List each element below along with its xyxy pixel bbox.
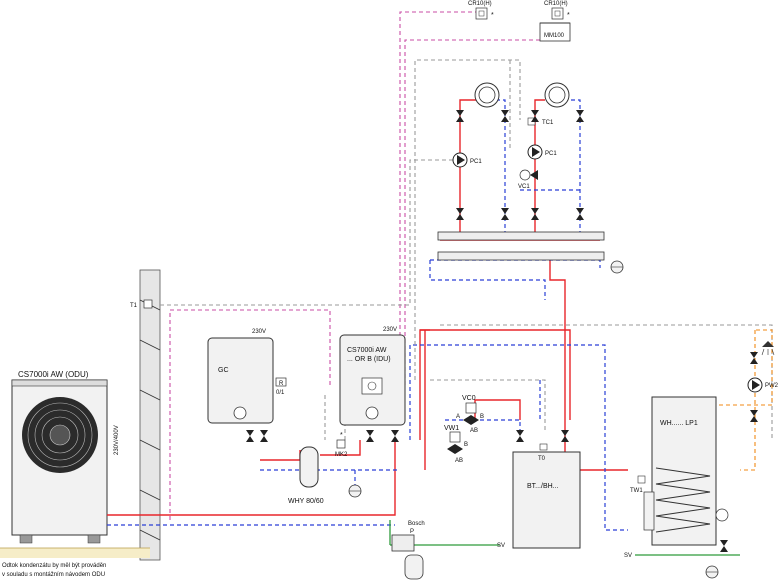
t1-label: T1 [130, 303, 138, 309]
cr10-right-asterisk: * [567, 12, 570, 19]
dhw-circulation [712, 329, 773, 471]
indoor-unit: CS7000i AW ... OR B (IDU) 230V [339, 327, 406, 426]
pw2-pump-icon: PW2 [747, 377, 779, 393]
cr10-left-label: CR10(H) [468, 1, 492, 7]
r-value-label: 0/1 [276, 390, 285, 396]
pc1-pump-left-icon: PC1 [452, 152, 482, 168]
idu-display-icon [361, 377, 383, 395]
pc1-right-label: PC1 [545, 151, 557, 157]
condensate-note-line1: Odtok kondenzátu by měl být prováděn [2, 563, 106, 569]
idu-label-line2: ... OR B (IDU) [347, 356, 391, 363]
vw1-valve: VW1 B AB [444, 425, 468, 464]
tc1-label: TC1 [542, 120, 554, 126]
bosch-p-label: P [410, 529, 414, 535]
expansion-vessel-icon [705, 565, 719, 579]
vw1-port-b: B [464, 442, 468, 448]
mk2-sensor: MK2 * [335, 432, 348, 458]
vc1-mixing-valve: VC1 [518, 169, 538, 190]
pc1-pump-right-icon: PC1 [527, 144, 557, 160]
dhw-inlet-group: SV [624, 508, 740, 559]
r-box-label: R [279, 381, 284, 387]
idu-label-line1: CS7000i AW [347, 347, 387, 354]
bt-bh-label: BT.../BH... [527, 483, 559, 490]
vc0-port-b: B [480, 414, 484, 420]
r-module: R 0/1 [275, 377, 287, 396]
heating-coil-icon [655, 467, 711, 533]
distribution-manifold [437, 231, 605, 261]
gc-label: GC [218, 367, 229, 374]
vw1-label: VW1 [444, 425, 459, 432]
vc1-label: VC1 [518, 184, 530, 190]
expansion-vessel-icon [348, 484, 362, 498]
bosch-label: Bosch [408, 521, 425, 527]
ground [0, 547, 150, 558]
tw1-label: TW1 [630, 488, 643, 494]
shower-head-icon [761, 341, 775, 356]
cr10-right-controller: CR10(H) * [544, 1, 570, 20]
t0-label: T0 [538, 456, 546, 462]
odu-voltage-label: 230V/400V [114, 425, 120, 455]
odu-label: CS7000i AW (ODU) [18, 370, 89, 379]
idu-voltage: 230V [383, 327, 397, 333]
pc1-left-label: PC1 [470, 159, 482, 165]
mm100-label: MM100 [544, 33, 565, 39]
tw1-sensor: TW1 [630, 475, 646, 494]
building-wall [139, 269, 161, 561]
cr10-left-asterisk: * [491, 12, 494, 19]
mk2-label: MK2 [335, 452, 348, 458]
cr10-right-label: CR10(H) [544, 1, 568, 7]
fan-grille-icon [22, 397, 98, 473]
vc0-port-ab: AB [470, 428, 478, 434]
pw2-label: PW2 [765, 383, 779, 389]
bt-bh-tank: BT.../BH... T0 [512, 443, 581, 549]
condensate-note-line2: v souladu s montážním návodem ODU [2, 572, 105, 578]
vc0-valve: VC0 B A AB [456, 395, 484, 434]
bosch-drain-unit: Bosch P SV [391, 521, 505, 580]
cr10-left-controller: CR10(H) * [468, 1, 494, 20]
heating-emitter-right [544, 82, 570, 108]
why-buffer-tank: WHY 80/60 [288, 446, 324, 505]
expansion-vessel-icon [610, 260, 624, 274]
vc0-port-a: A [456, 414, 460, 420]
ball-valve-icon [246, 110, 758, 552]
vc0-label: VC0 [462, 395, 476, 402]
condensate-note: Odtok kondenzátu by měl být prováděn v s… [2, 563, 106, 578]
gc-voltage: 230V [252, 329, 266, 335]
sv-bosch-label: SV [497, 543, 505, 549]
mk2-asterisk: * [340, 432, 343, 439]
mm100-module: MM100 [539, 22, 571, 42]
wh-lp1-label: WH...... LP1 [660, 420, 698, 427]
dhw-cylinder: WH...... LP1 [643, 396, 717, 546]
t1-outdoor-sensor: T1 [130, 299, 153, 309]
vw1-port-ab: AB [455, 458, 463, 464]
gas-boiler: GC 230V [207, 329, 274, 424]
why-label: WHY 80/60 [288, 498, 324, 505]
heating-emitter-left [474, 82, 500, 108]
outdoor-unit: CS7000i AW (ODU) 230V/400V [11, 370, 120, 544]
sv-wh-label: SV [624, 553, 632, 559]
